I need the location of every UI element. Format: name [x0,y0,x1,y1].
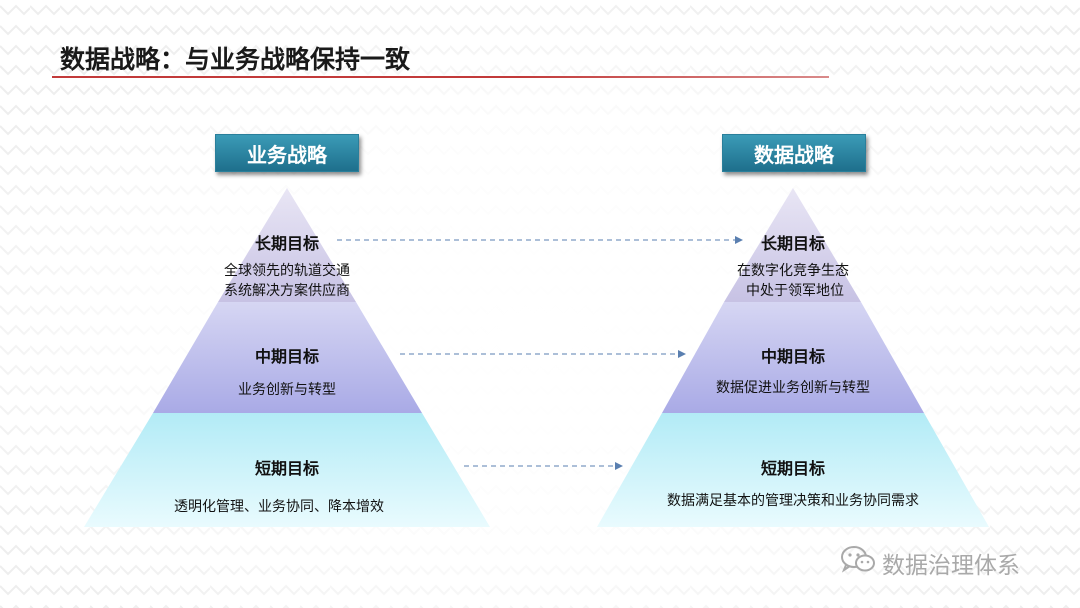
watermark: 数据治理体系 [840,545,1020,581]
left-mid-line-1: 业务创新与转型 [238,382,336,398]
data-strategy-banner: 数据战略 [722,134,866,172]
watermark-text: 数据治理体系 [882,553,1020,579]
right-mid-line-1: 数据促进业务创新与转型 [716,380,870,396]
page-title: 数据战略：与业务战略保持一致 [60,45,411,74]
right-short-heading: 短期目标 [760,459,826,478]
right-short-line-1: 数据满足基本的管理决策和业务协同需求 [667,493,919,509]
right-long-line-1: 在数字化竞争生态 [737,263,849,279]
left-long-line-1: 全球领先的轨道交通 [224,263,350,279]
wechat-icon [840,545,876,581]
left-tier-short [84,413,490,527]
left-long-line-2: 系统解决方案供应商 [224,283,350,299]
business-strategy-banner: 业务战略 [215,134,359,172]
right-tier-long [724,188,861,302]
left-short-heading: 短期目标 [254,459,320,478]
title-underline [52,76,829,78]
right-tier-mid [662,302,924,413]
left-tier-long [218,188,356,302]
left-short-line-1: 透明化管理、业务协同、降本增效 [174,499,384,515]
left-tier-mid [153,302,422,413]
right-long-line-2: 中处于领军地位 [746,283,844,299]
left-mid-heading: 中期目标 [254,347,320,366]
right-long-heading: 长期目标 [760,234,826,253]
left-long-heading: 长期目标 [254,234,320,253]
right-tier-short [597,413,989,527]
right-mid-heading: 中期目标 [760,347,826,366]
